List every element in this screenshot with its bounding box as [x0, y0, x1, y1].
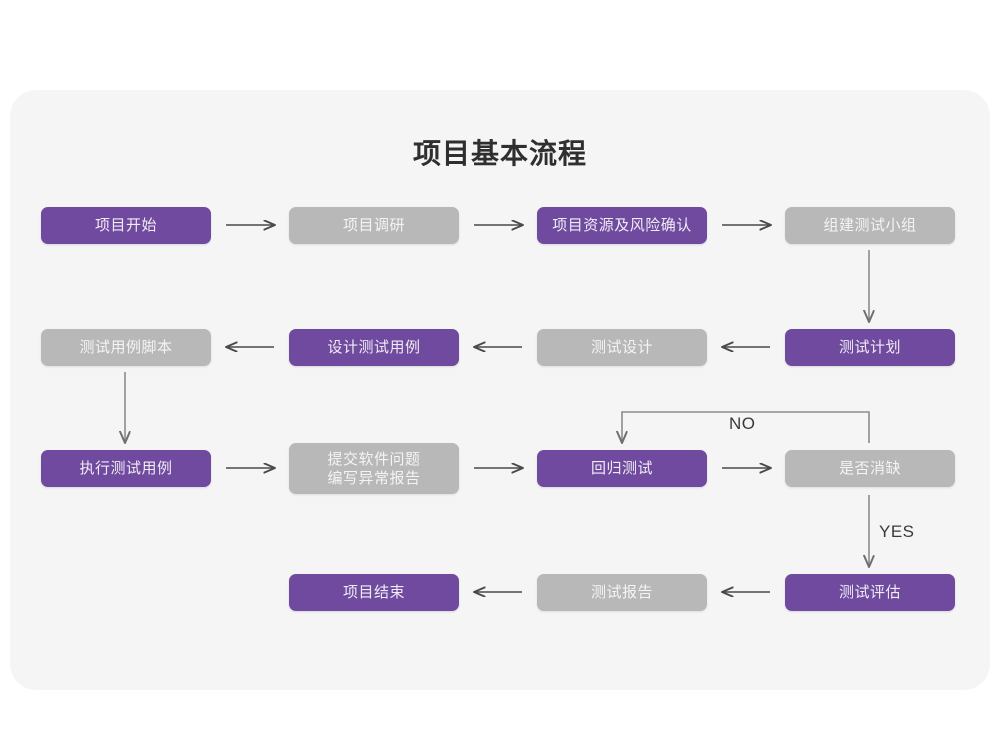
node-test-evaluation[interactable]: 测试评估 [785, 574, 955, 611]
node-project-start[interactable]: 项目开始 [41, 207, 211, 244]
node-execute-test-cases[interactable]: 执行测试用例 [41, 450, 211, 487]
node-project-research[interactable]: 项目调研 [289, 207, 459, 244]
node-defects-cleared[interactable]: 是否消缺 [785, 450, 955, 487]
node-test-report[interactable]: 测试报告 [537, 574, 707, 611]
node-submit-issues-report[interactable]: 提交软件问题 编写异常报告 [289, 443, 459, 494]
page-title: 项目基本流程 [412, 138, 587, 169]
edge-label-no: NO [729, 414, 756, 433]
node-regression-test[interactable]: 回归测试 [537, 450, 707, 487]
node-test-plan[interactable]: 测试计划 [785, 329, 955, 366]
node-form-test-team[interactable]: 组建测试小组 [785, 207, 955, 244]
node-resource-risk-confirm[interactable]: 项目资源及风险确认 [537, 207, 707, 244]
node-design-test-cases[interactable]: 设计测试用例 [289, 329, 459, 366]
edge-label-yes: YES [879, 522, 915, 541]
node-test-design[interactable]: 测试设计 [537, 329, 707, 366]
node-project-end[interactable]: 项目结束 [289, 574, 459, 611]
node-test-case-script[interactable]: 测试用例脚本 [41, 329, 211, 366]
